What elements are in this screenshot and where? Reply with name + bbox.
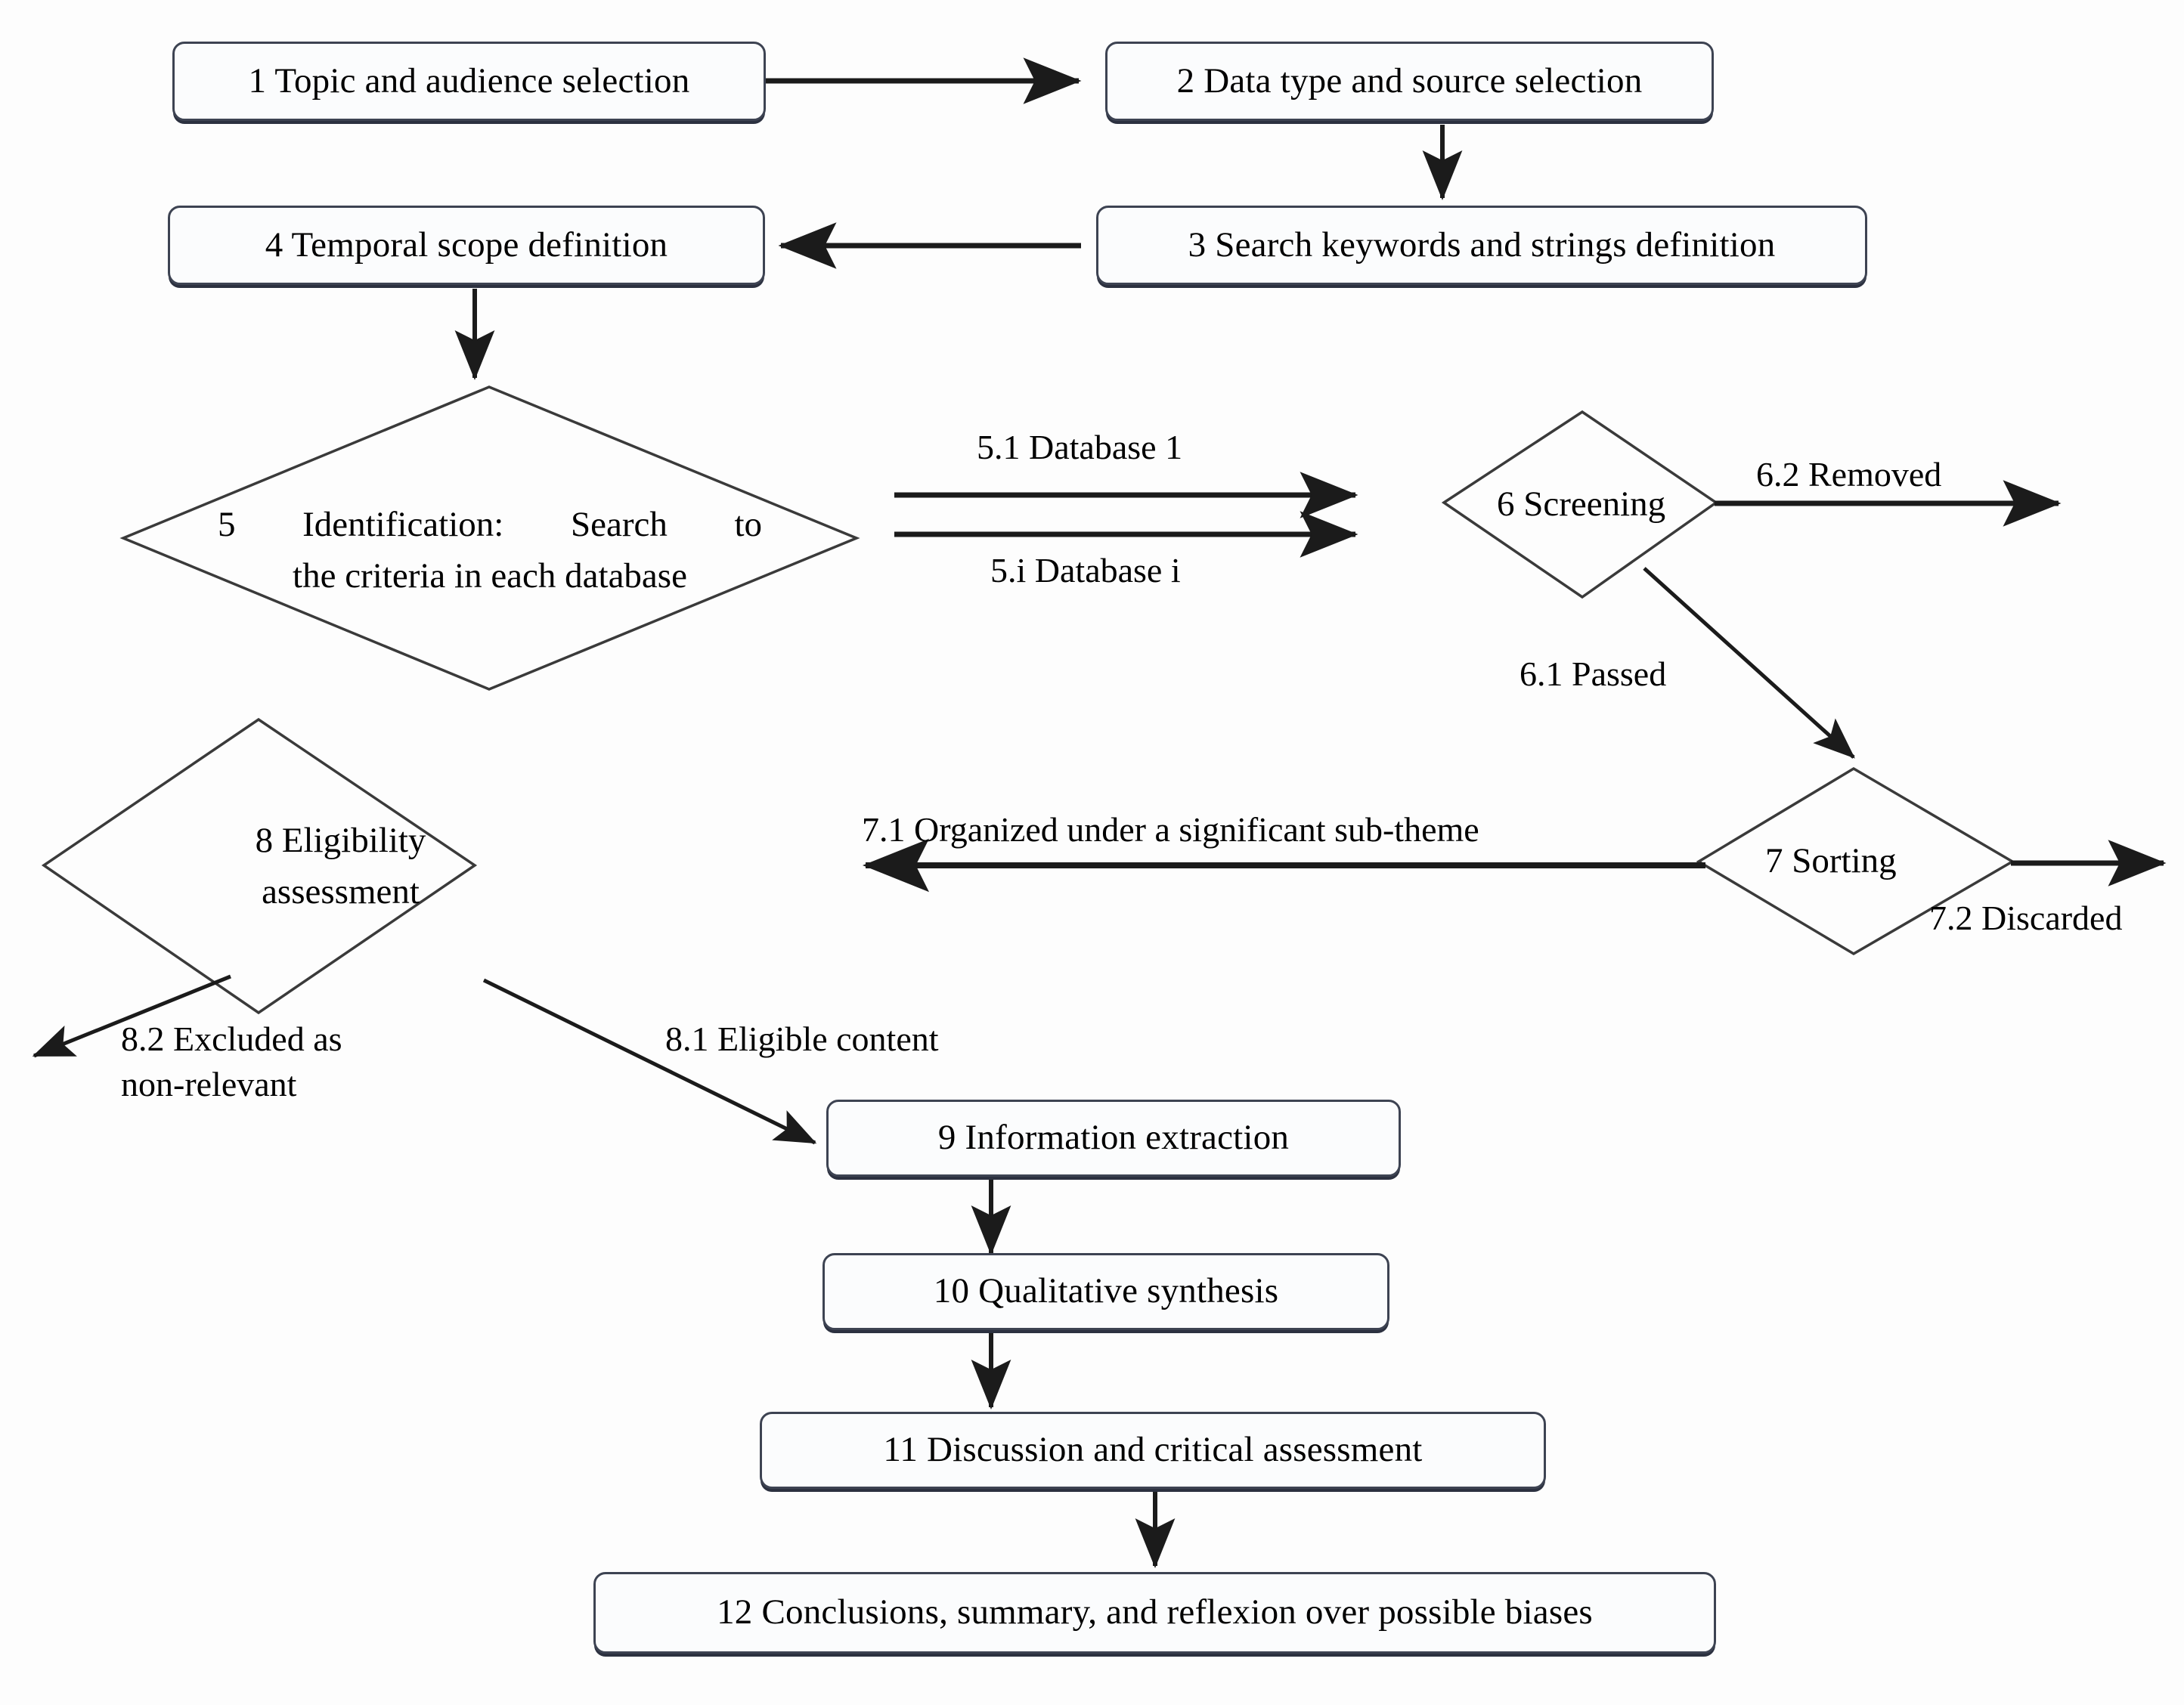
node-5-label-word3: to <box>734 505 762 544</box>
node-11-label: 11 Discussion and critical assessment <box>883 1430 1423 1470</box>
node-4-label: 4 Temporal scope definition <box>265 224 668 265</box>
node-5-label-num: 5 <box>218 505 236 544</box>
node-5-label-line2: the criteria in each database <box>293 556 687 596</box>
node-11-discussion-and-critical-assessment[interactable]: 11 Discussion and critical assessment <box>760 1412 1546 1489</box>
edge-label-6-2-removed: 6.2 Removed <box>1756 455 1942 494</box>
node-12-conclusions-summary-reflexion[interactable]: 12 Conclusions, summary, and reflexion o… <box>593 1572 1716 1654</box>
edge-label-7-1-organized-under-sub-theme: 7.1 Organized under a significant sub-th… <box>862 810 1479 849</box>
edge-8-to-9 <box>482 978 817 1145</box>
node-5-label-word2: Search <box>570 505 668 544</box>
node-5-identification-diamond[interactable]: 5 Identification: Search to the criteria… <box>123 387 857 689</box>
edge-6-to-7 <box>1643 567 1855 759</box>
edge-label-8-2-line2: non-relevant <box>121 1064 297 1103</box>
edge-label-8-2-excluded-as-non-relevant: 8.2 Excluded as non-relevant <box>121 1017 446 1107</box>
node-3-label: 3 Search keywords and strings definition <box>1188 224 1776 265</box>
node-3-search-keywords-and-strings-definition[interactable]: 3 Search keywords and strings definition <box>1096 206 1867 285</box>
node-2-label: 2 Data type and source selection <box>1176 60 1643 101</box>
node-1-topic-and-audience-selection[interactable]: 1 Topic and audience selection <box>172 42 766 121</box>
edge-label-6-1-passed: 6.1 Passed <box>1520 654 1667 693</box>
node-9-label: 9 Information extraction <box>937 1118 1290 1158</box>
node-9-information-extraction[interactable]: 9 Information extraction <box>826 1100 1401 1177</box>
node-12-label: 12 Conclusions, summary, and reflexion o… <box>717 1592 1593 1632</box>
diamond-5-shape <box>119 385 860 691</box>
node-4-temporal-scope-definition[interactable]: 4 Temporal scope definition <box>168 206 765 285</box>
node-10-qualitative-synthesis[interactable]: 10 Qualitative synthesis <box>822 1253 1389 1330</box>
edge-label-8-1-eligible-content: 8.1 Eligible content <box>665 1020 939 1058</box>
node-6-label: 6 Screening <box>1497 484 1666 524</box>
edge-8-excluded <box>32 974 231 1058</box>
edge-label-8-2-line1: 8.2 Excluded as <box>121 1020 342 1058</box>
node-10-label: 10 Qualitative synthesis <box>933 1271 1279 1311</box>
node-8-eligibility-assessment-diamond[interactable]: 8 Eligibility assessment <box>44 719 475 1013</box>
node-1-label: 1 Topic and audience selection <box>248 60 690 101</box>
edge-label-5-i-database-i: 5.i Database i <box>990 551 1181 589</box>
node-8-label: 8 Eligibility assessment <box>255 820 426 911</box>
edge-label-7-2-discarded: 7.2 Discarded <box>1929 899 2123 937</box>
node-5-label-word1: Identification: <box>302 505 504 544</box>
edge-label-5-1-database-1: 5.1 Database 1 <box>977 428 1183 466</box>
node-6-screening-diamond[interactable]: 6 Screening <box>1444 412 1716 597</box>
node-5-label: 5 Identification: Search to the criteria… <box>123 387 857 689</box>
node-2-data-type-and-source-selection[interactable]: 2 Data type and source selection <box>1105 42 1714 121</box>
diamond-8-shape <box>41 717 478 1015</box>
